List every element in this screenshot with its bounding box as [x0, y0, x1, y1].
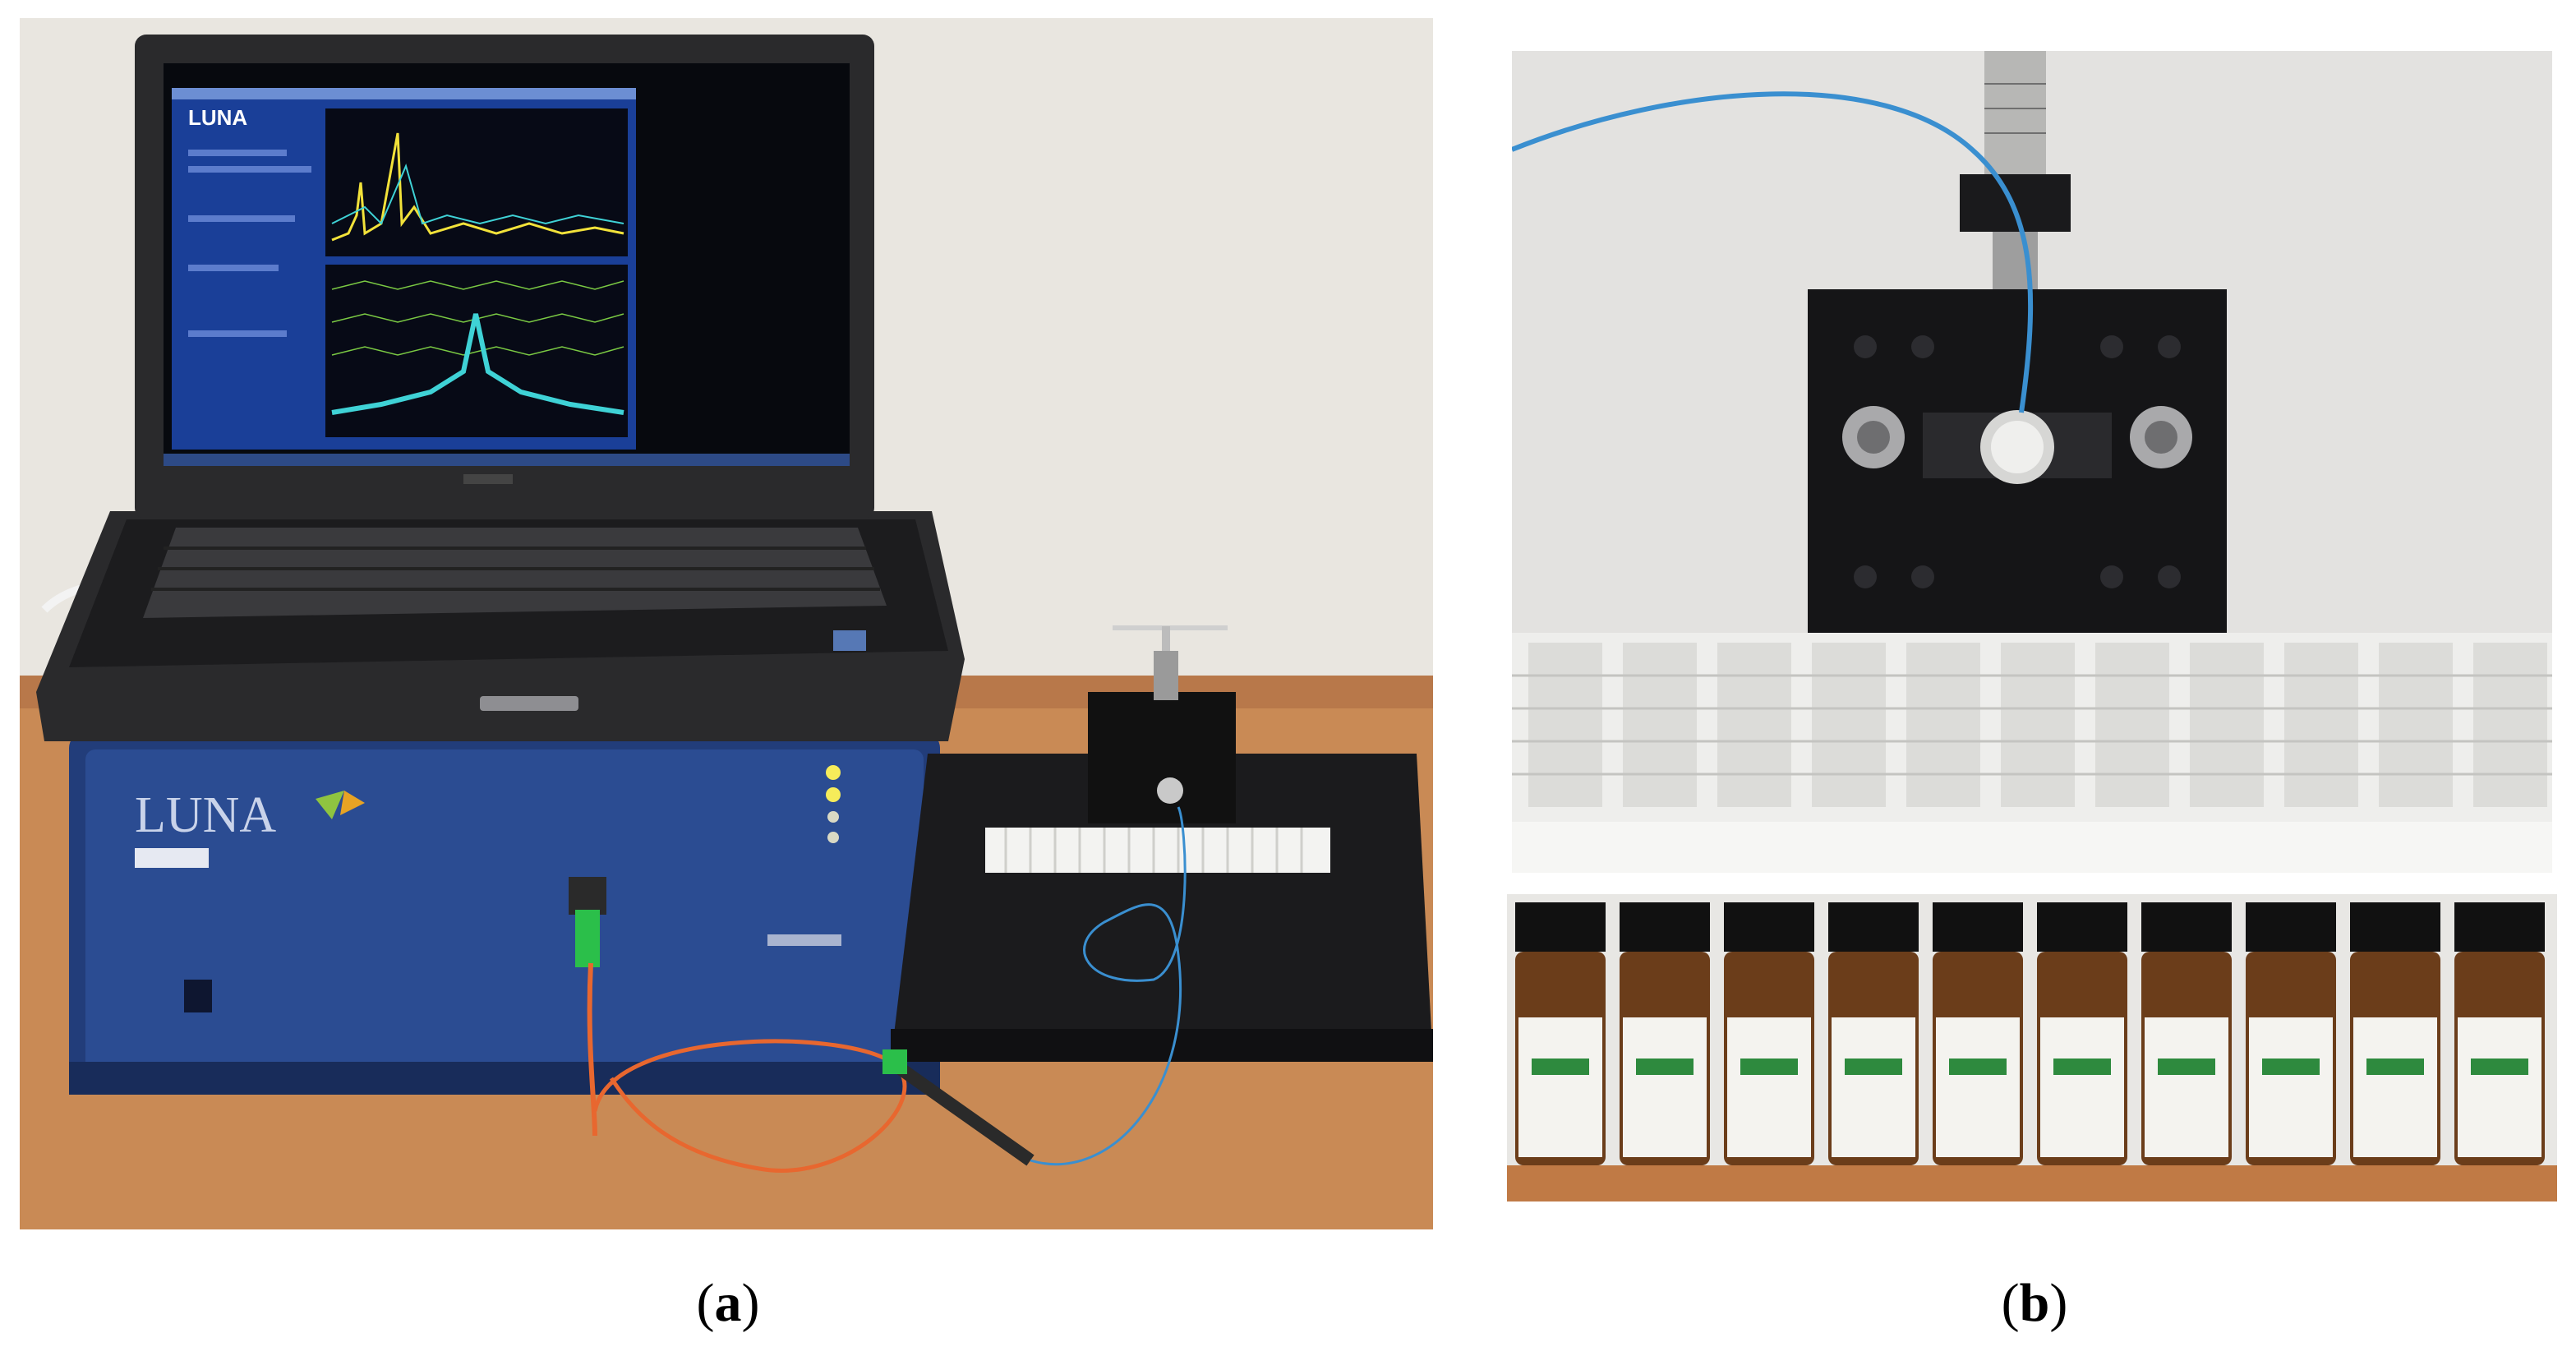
caption-a-letter: a	[714, 1273, 742, 1333]
caption-b-close: )	[2049, 1273, 2068, 1333]
caption-b-open: (	[2001, 1273, 2020, 1333]
device-brand-label: LUNA	[135, 787, 276, 843]
caption-a-open: (	[696, 1273, 715, 1333]
sample-rack	[985, 828, 1330, 873]
laptop: LUNA	[36, 35, 965, 741]
photo-panel-b-top	[1512, 51, 2552, 873]
photo-panel-a: LUNA	[20, 18, 1433, 1229]
caption-a-close: )	[741, 1273, 760, 1333]
luna-interrogator-device: LUNA	[69, 733, 940, 1095]
caption-a: (a)	[646, 1272, 810, 1335]
standard-bottles-row	[1515, 902, 2545, 1165]
micrometer-stage	[1088, 625, 1236, 823]
photo-a-illustration: LUNA	[20, 18, 1433, 1229]
screen-brand-label: LUNA	[188, 105, 247, 130]
caption-b: (b)	[1952, 1272, 2117, 1335]
photo-b-bottles-illustration	[1507, 894, 2557, 1201]
photo-b-top-illustration	[1512, 51, 2552, 873]
screen-application-window: LUNA	[172, 88, 636, 450]
photo-panel-b-bottles	[1507, 894, 2557, 1201]
caption-b-letter: b	[2019, 1273, 2050, 1333]
